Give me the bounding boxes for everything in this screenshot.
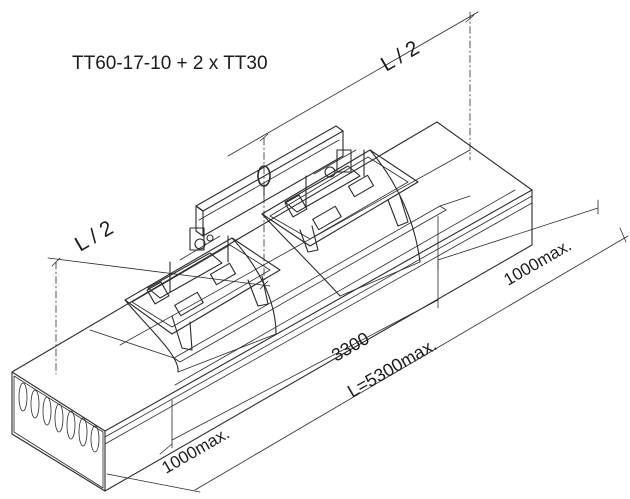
lifting-clamp-left [124, 234, 281, 373]
drawing-title: TT60-17-10 + 2 x TT30 [72, 53, 268, 74]
guide-rail [89, 195, 471, 363]
dim-label-overhang-left: 1000max. [159, 424, 233, 478]
lifting-clamp-right [261, 149, 421, 297]
hollow-core-slab [11, 121, 533, 492]
dim-label-half-left: L / 2 [71, 216, 117, 256]
dim-label-overhang-right: 1000max. [501, 236, 575, 290]
dim-label-span: 3300 [328, 328, 373, 365]
spreader-beam [189, 125, 352, 251]
hollow-cores [18, 382, 100, 453]
dim-label-half-top: L / 2 [377, 36, 423, 76]
dimension-lines [47, 11, 629, 493]
